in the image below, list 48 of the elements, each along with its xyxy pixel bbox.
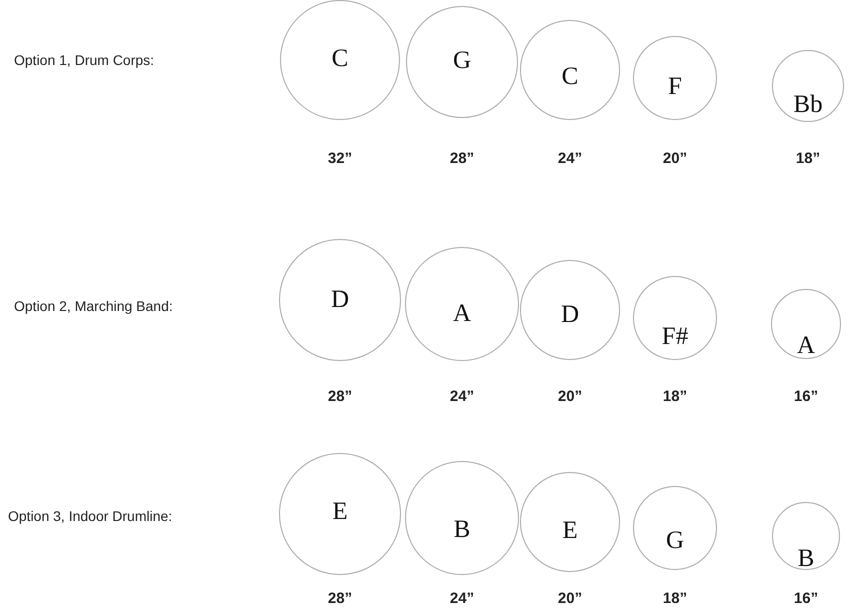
drum-head-circle	[405, 247, 519, 361]
note-label: C	[562, 63, 578, 91]
note-label: A	[796, 332, 816, 360]
drum-head-circle	[772, 50, 844, 122]
drum-head-circle	[279, 453, 401, 575]
drum-head-circle	[771, 289, 841, 359]
drum-head-circle	[633, 486, 717, 570]
drum-head-circle	[520, 260, 620, 360]
drum-head-circle	[279, 239, 401, 361]
size-label: 16”	[794, 590, 818, 607]
size-label: 20”	[662, 150, 688, 167]
note-label: Bb	[793, 91, 823, 119]
size-label: 18”	[662, 590, 688, 607]
drum-head-circle	[406, 6, 518, 118]
note-label: G	[452, 47, 472, 75]
size-label: 28”	[450, 150, 474, 167]
note-label: F#	[662, 323, 688, 351]
size-label: 24”	[558, 150, 582, 167]
note-label: D	[330, 286, 350, 314]
drum-head-circle	[633, 36, 717, 120]
drum-head-circle	[520, 472, 620, 572]
size-label: 18”	[796, 150, 820, 167]
option-label: Option 2, Marching Band:	[14, 298, 173, 314]
option-label: Option 1, Drum Corps:	[14, 52, 154, 68]
note-label: B	[798, 545, 814, 573]
note-label: E	[332, 498, 348, 526]
note-label: C	[332, 45, 348, 73]
size-label: 28”	[328, 590, 352, 607]
note-label: E	[562, 517, 578, 545]
drum-head-circle	[520, 20, 620, 120]
drum-head-circle	[280, 0, 400, 120]
size-label: 18”	[662, 388, 688, 405]
drum-head-circle	[405, 461, 519, 575]
option-label: Option 3, Indoor Drumline:	[8, 508, 172, 524]
size-label: 28”	[328, 388, 352, 405]
drum-head-circle	[772, 502, 840, 570]
size-label: 16”	[794, 388, 818, 405]
size-label: 24”	[450, 590, 474, 607]
drum-head-circle	[633, 276, 717, 360]
note-label: D	[560, 301, 580, 329]
size-label: 32”	[328, 150, 352, 167]
size-label: 24”	[450, 388, 474, 405]
note-label: A	[452, 300, 472, 328]
size-label: 20”	[558, 590, 582, 607]
note-label: F	[668, 73, 682, 101]
size-label: 20”	[558, 388, 582, 405]
note-label: G	[666, 527, 684, 555]
note-label: B	[454, 516, 470, 544]
